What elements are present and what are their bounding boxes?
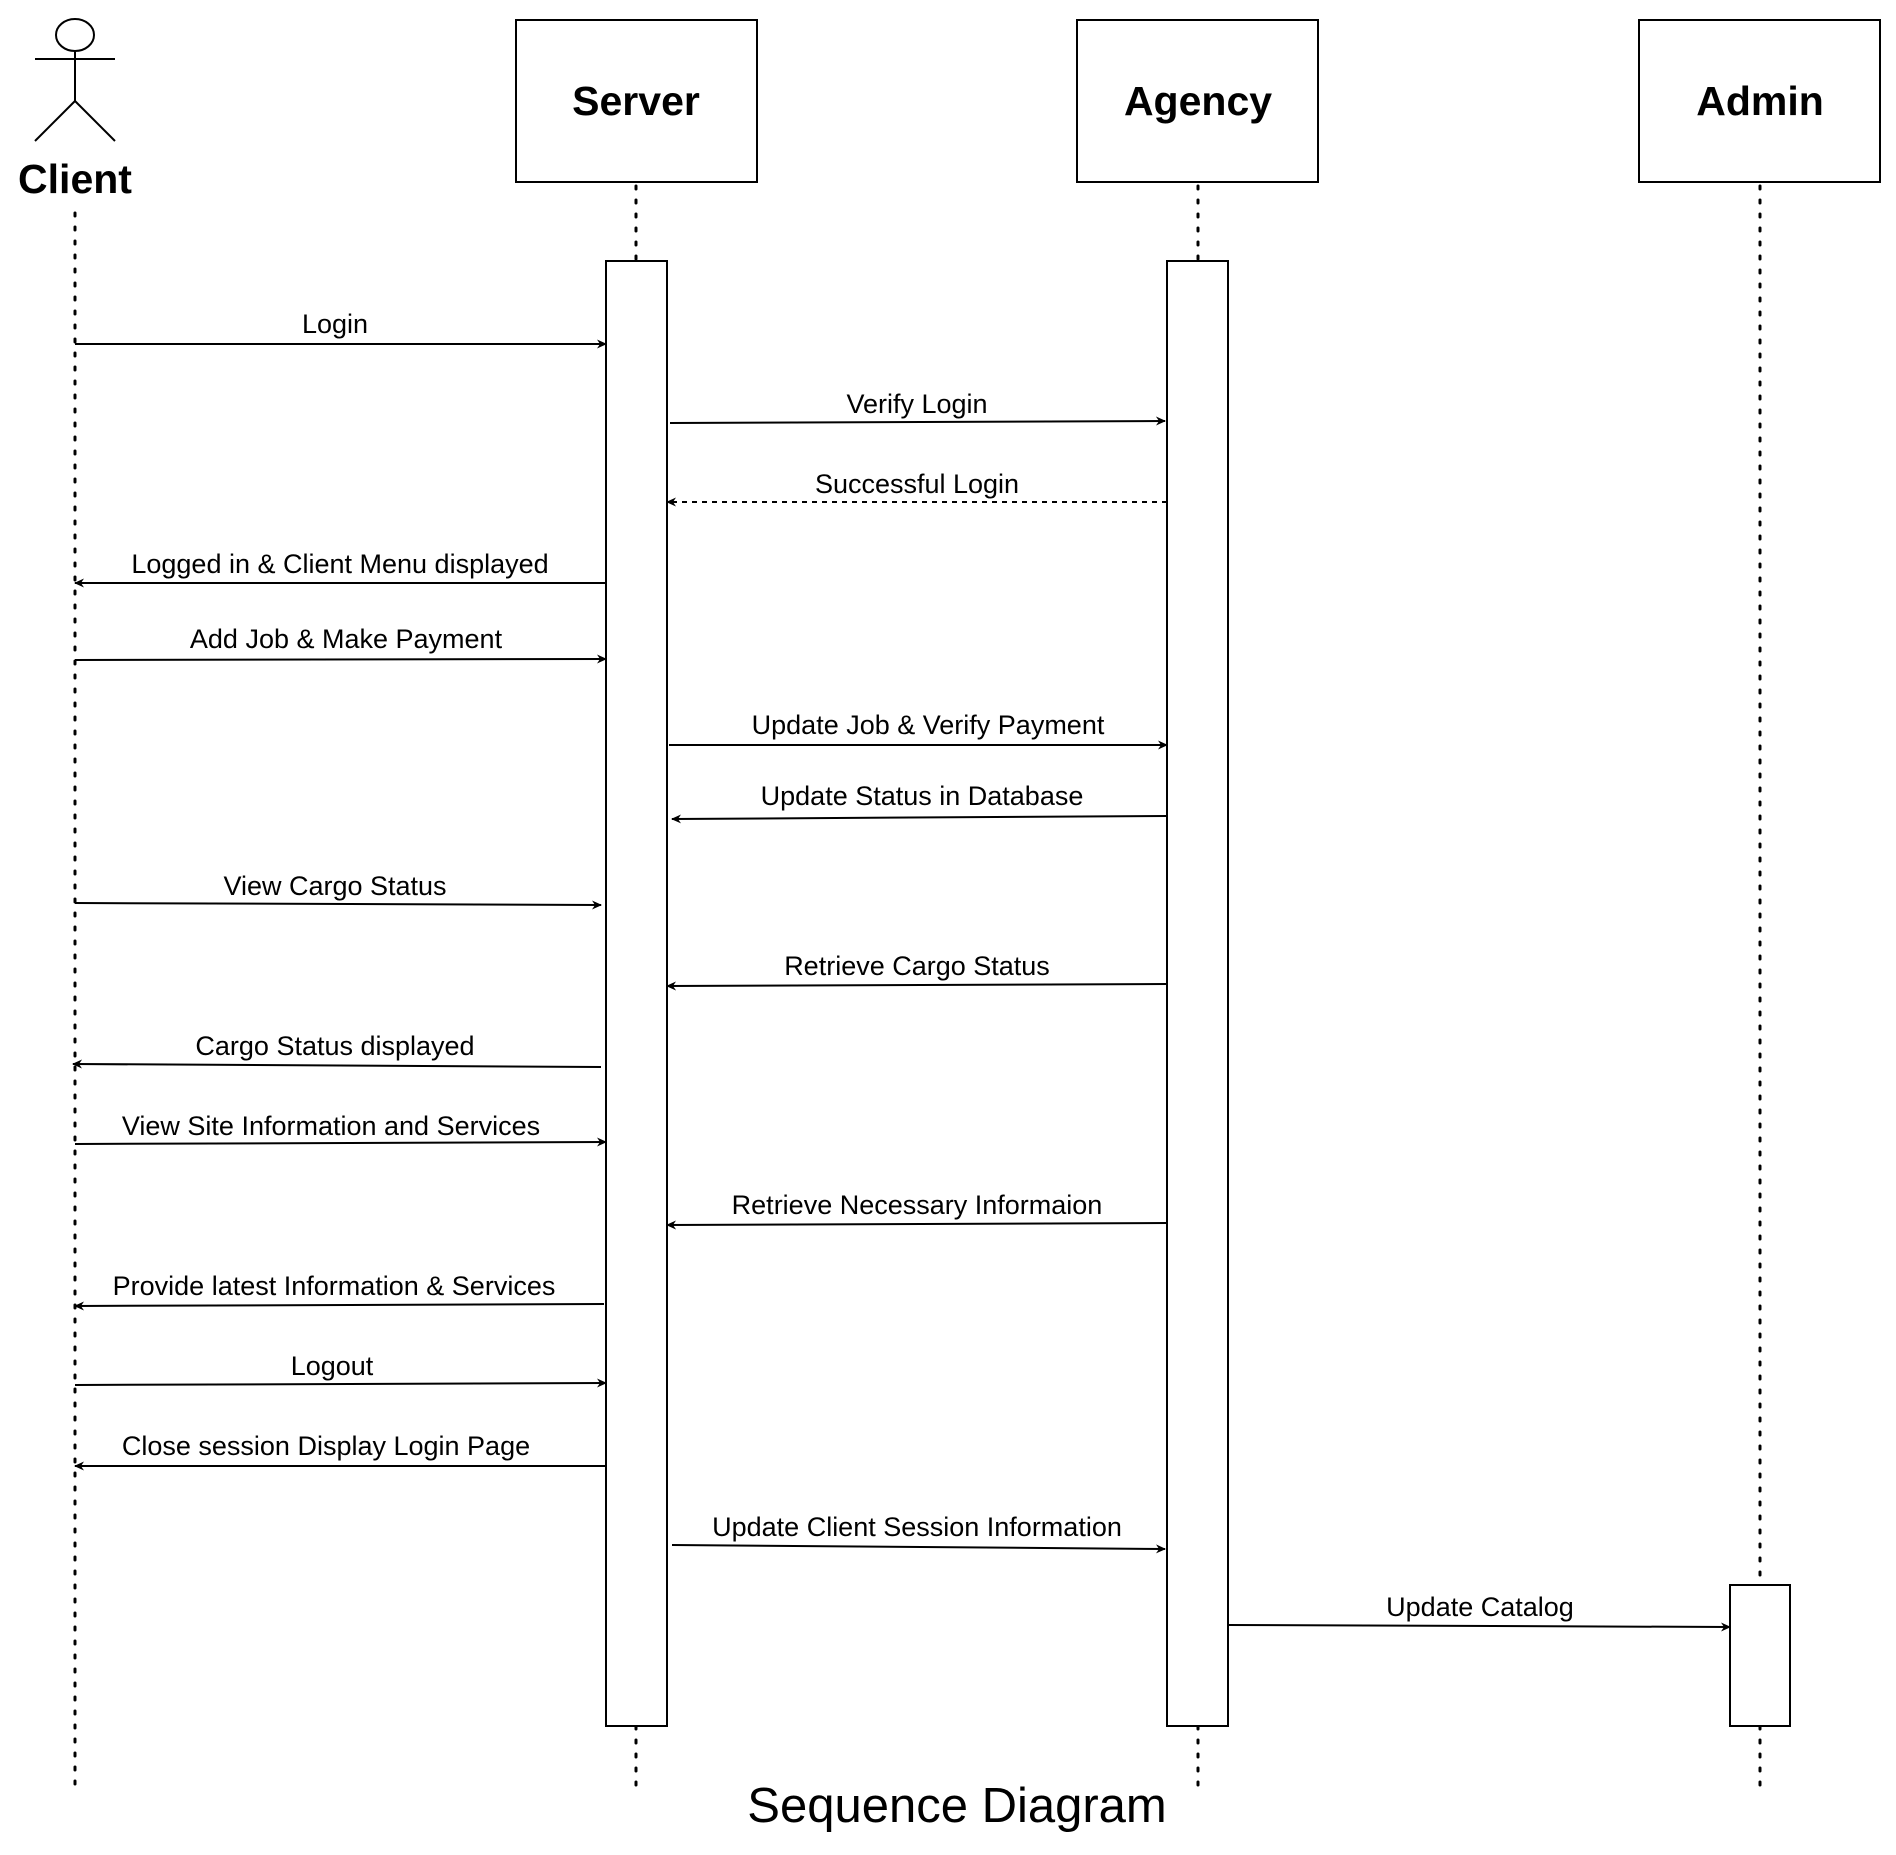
- message-add-job-label: Add Job & Make Payment: [190, 624, 503, 654]
- participant-client-label: Client: [18, 156, 132, 202]
- message-view-site-arrow: [74, 1137, 607, 1147]
- message-cargo-displayed-label: Cargo Status displayed: [195, 1031, 474, 1061]
- activation-agency: [1166, 260, 1229, 1727]
- message-retrieve-cargo-label: Retrieve Cargo Status: [784, 951, 1050, 981]
- message-update-session-label: Update Client Session Information: [712, 1512, 1122, 1542]
- message-update-session-arrow: [671, 1544, 1166, 1554]
- participant-server-label: Server: [572, 78, 700, 124]
- message-login-label: Login: [302, 309, 368, 339]
- message-provide-info-arrow: [74, 1301, 605, 1311]
- activation-server: [605, 260, 668, 1727]
- activation-admin: [1729, 1584, 1791, 1727]
- participant-admin-box: [1638, 19, 1881, 183]
- message-update-status-arrow: [671, 814, 1168, 824]
- message-logout-label: Logout: [291, 1351, 374, 1381]
- message-provide-info-label: Provide latest Information & Services: [113, 1271, 556, 1301]
- message-update-job-label: Update Job & Verify Payment: [752, 710, 1105, 740]
- message-verify-login-arrow: [669, 416, 1166, 426]
- diagram-caption: Sequence Diagram: [747, 1779, 1166, 1833]
- client-actor-icon: [34, 18, 116, 142]
- message-close-session-label: Close session Display Login Page: [122, 1431, 530, 1461]
- message-update-status-label: Update Status in Database: [761, 781, 1084, 811]
- message-view-cargo-label: View Cargo Status: [223, 871, 446, 901]
- message-verify-login-label: Verify Login: [846, 389, 987, 419]
- message-view-cargo-arrow: [74, 900, 602, 910]
- participant-server-box: [515, 19, 758, 183]
- message-successful-login-label: Successful Login: [815, 469, 1019, 499]
- message-update-catalog-arrow: [1227, 1622, 1731, 1632]
- message-retrieve-info-label: Retrieve Necessary Informaion: [732, 1190, 1103, 1220]
- message-retrieve-cargo-arrow: [666, 981, 1168, 991]
- message-logged-in-label: Logged in & Client Menu displayed: [131, 549, 548, 579]
- participant-agency-label: Agency: [1124, 78, 1272, 124]
- message-update-catalog-label: Update Catalog: [1386, 1592, 1574, 1622]
- message-add-job-arrow: [74, 654, 607, 664]
- message-retrieve-info-arrow: [666, 1220, 1168, 1230]
- participant-agency-box: [1076, 19, 1319, 183]
- message-view-site-label: View Site Information and Services: [122, 1111, 540, 1141]
- message-cargo-displayed-arrow: [72, 1059, 602, 1069]
- message-logout-arrow: [74, 1378, 607, 1388]
- participant-admin-label: Admin: [1696, 78, 1824, 124]
